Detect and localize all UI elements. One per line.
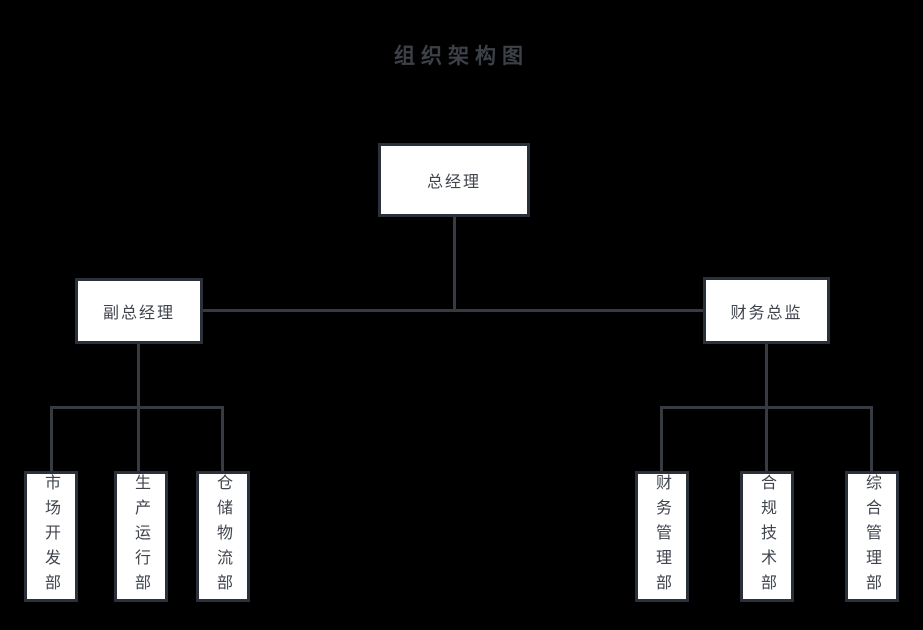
node-production-operation-dept: 生产运行部 — [114, 471, 168, 602]
connector-left-stub-third — [221, 406, 224, 471]
node-market-development-dept: 市场开发部 — [24, 471, 78, 602]
node-warehouse-logistics-dept: 仓储物流部 — [196, 471, 250, 602]
node-finance-management-dept: 财务管理部 — [635, 471, 689, 602]
node-label: 市场开发部 — [42, 474, 61, 599]
page-title: 组织架构图 — [394, 44, 529, 68]
node-label: 合规技术部 — [758, 474, 777, 599]
node-label: 副总经理 — [102, 303, 175, 322]
node-label: 生产运行部 — [132, 474, 151, 599]
connector-left-branch — [51, 406, 224, 409]
node-general-manager: 总经理 — [378, 143, 530, 217]
connector-level2-horizontal — [203, 309, 703, 312]
node-label: 财务管理部 — [653, 474, 672, 599]
node-label: 财务总监 — [730, 302, 803, 322]
connector-left-stub-first — [50, 406, 53, 471]
connector-root-stem — [453, 217, 456, 310]
node-finance-director: 财务总监 — [703, 277, 830, 344]
node-label: 综合管理部 — [863, 474, 882, 599]
node-general-management-dept: 综合管理部 — [845, 471, 899, 602]
node-deputy-general-manager: 副总经理 — [75, 278, 203, 344]
node-compliance-technology-dept: 合规技术部 — [740, 471, 794, 602]
node-label: 总经理 — [426, 172, 481, 191]
connector-right-stub-third — [870, 406, 873, 471]
connector-right-branch — [661, 406, 873, 409]
node-label: 仓储物流部 — [214, 474, 233, 599]
connector-right-stub-first — [660, 406, 663, 471]
